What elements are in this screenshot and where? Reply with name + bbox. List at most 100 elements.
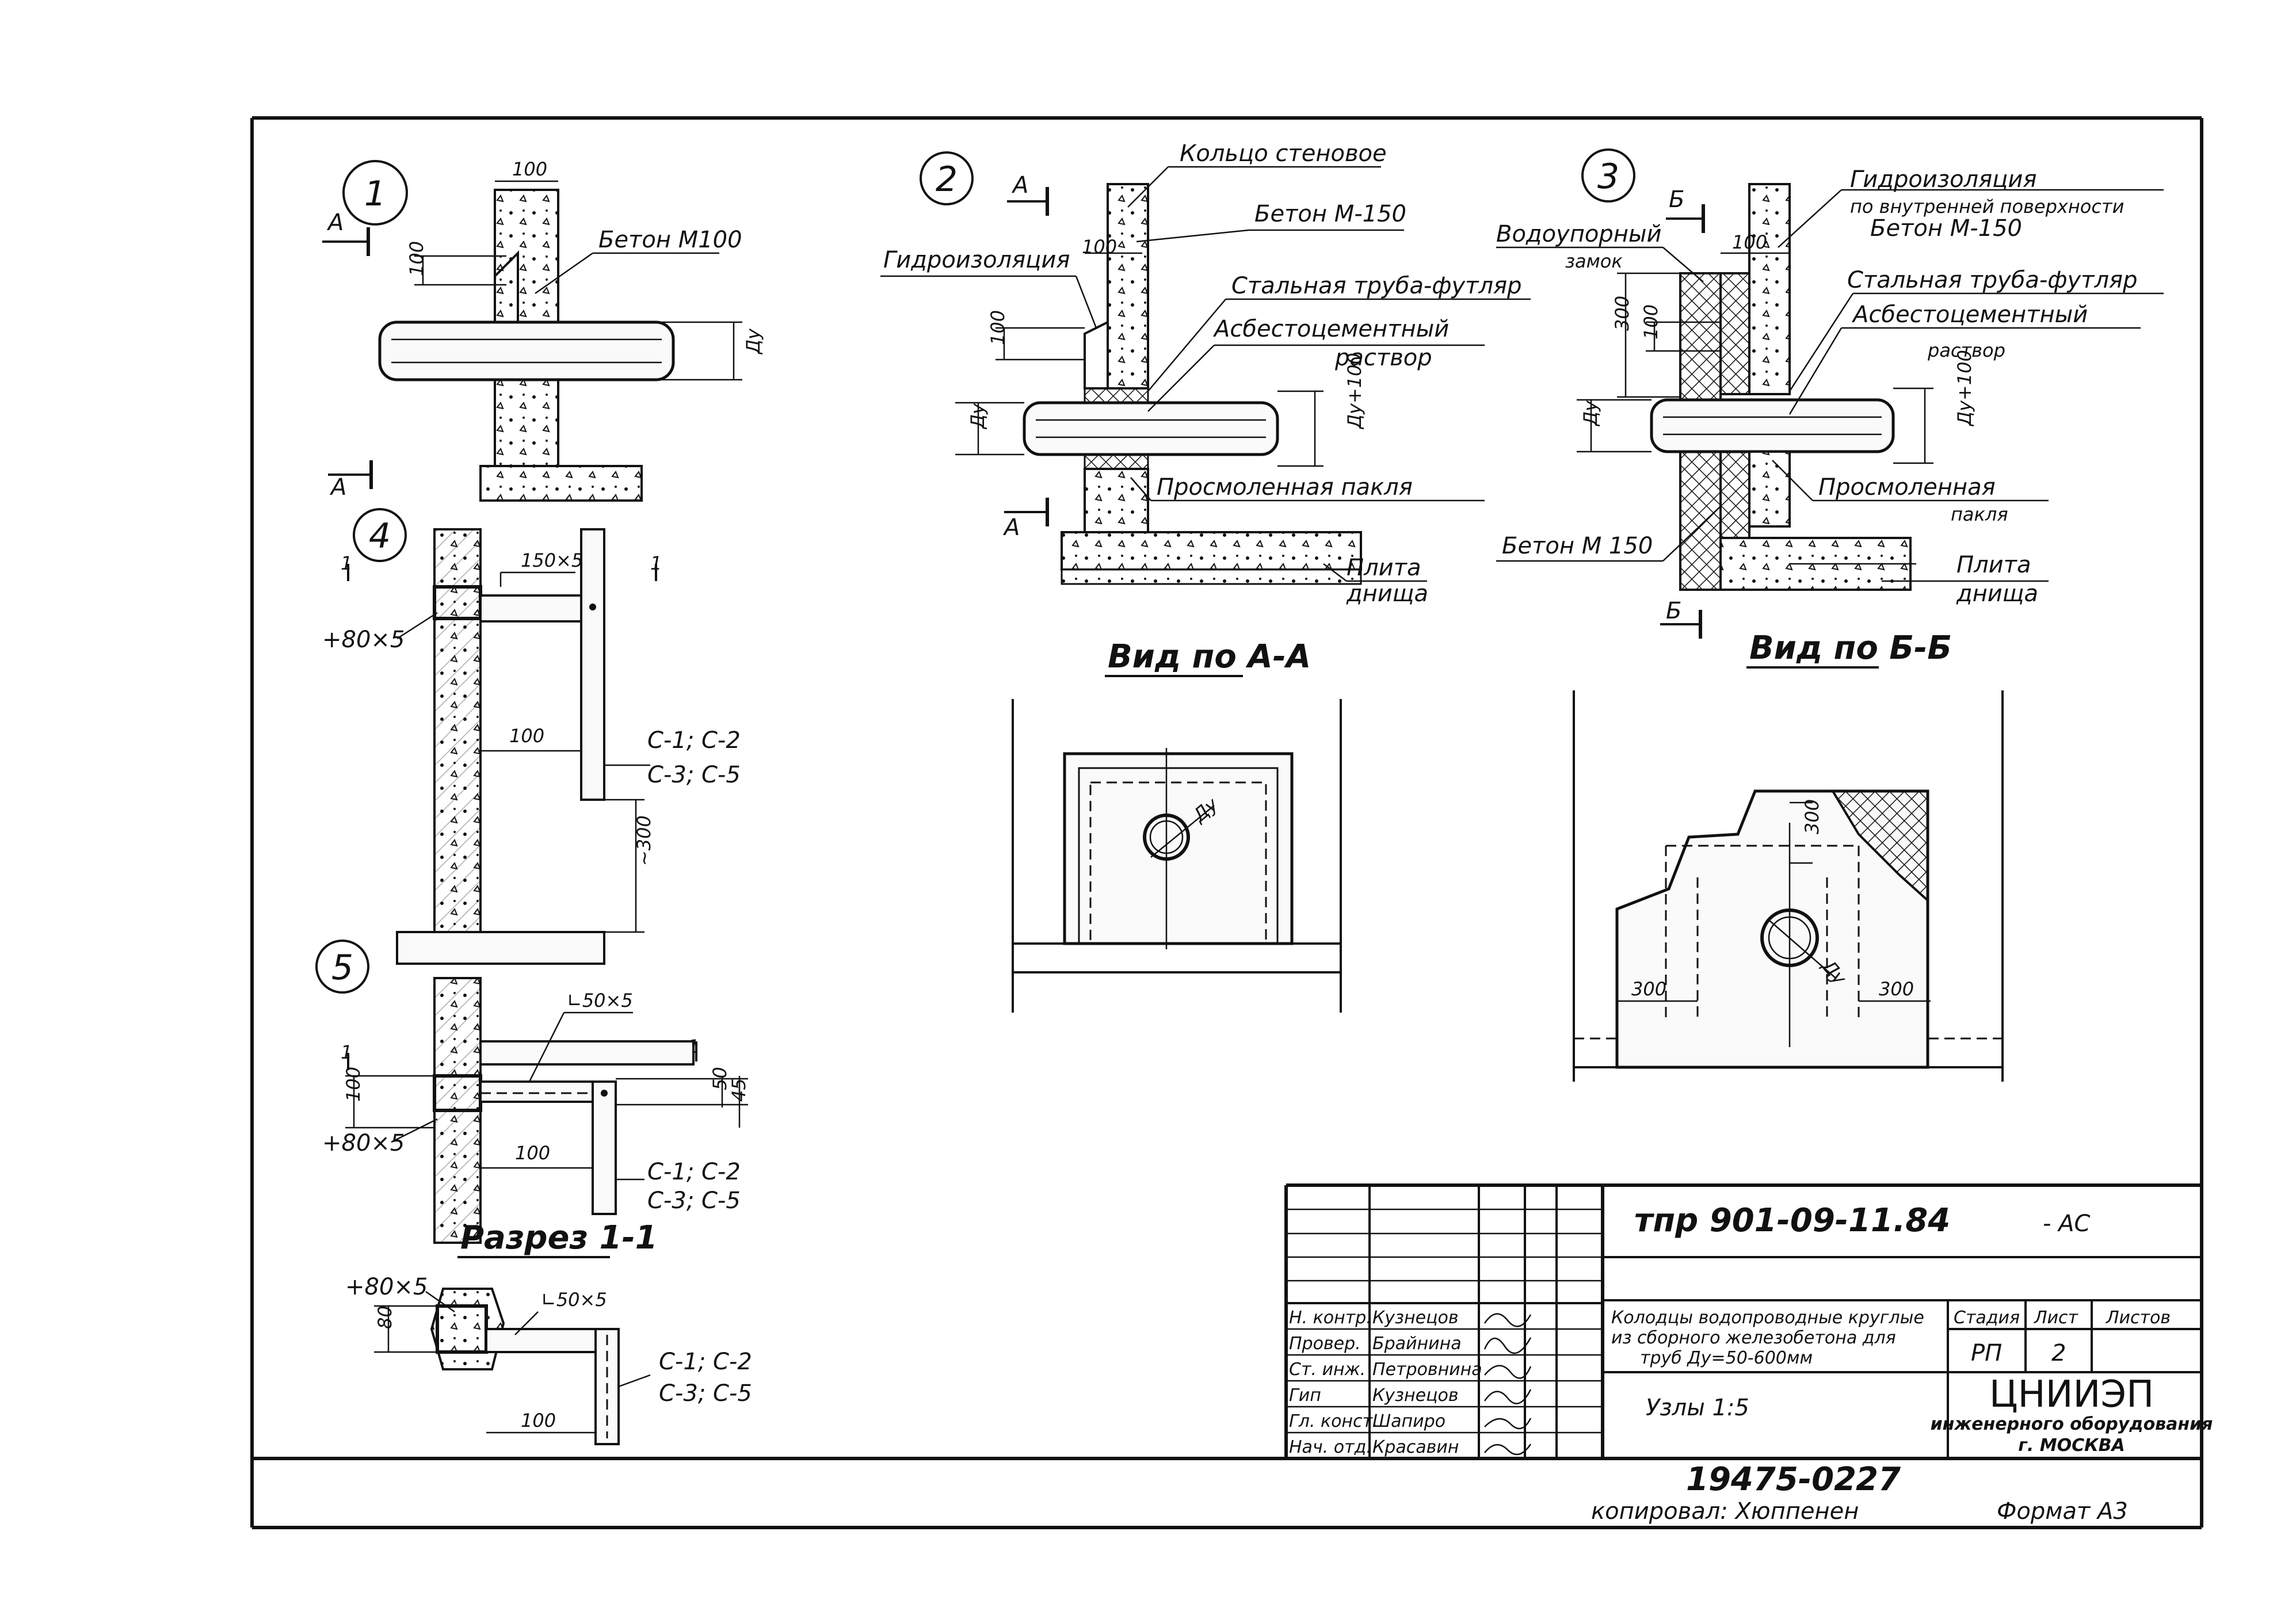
format-label: Формат А3 [1997, 1498, 2128, 1525]
node-2-dim-top: 100 [1082, 236, 1117, 258]
section-1-1-dim-80: 80 [374, 1305, 396, 1329]
archive-page: 27 [1856, 1461, 1901, 1498]
sheet-value: 2 [2051, 1340, 2066, 1366]
node-2-tow-label: Просмоленная пакля [1157, 474, 1413, 501]
name-3: Кузнецов [1372, 1385, 1459, 1406]
org-city: г. МОСКВА [2018, 1435, 2125, 1456]
view-b-b-dim-300-top: 300 [1801, 799, 1823, 834]
sheet-header: Лист [2034, 1308, 2079, 1328]
node-3-slab-label-2: днища [1956, 581, 2038, 607]
name-0: Кузнецов [1372, 1308, 1459, 1328]
sheet-title: Узлы 1:5 [1646, 1395, 1749, 1421]
node-2-number: 2 [936, 159, 958, 200]
node-4-brackets-2: С-3; С-5 [647, 762, 741, 788]
name-4: Шапиро [1372, 1411, 1446, 1431]
node-1-section-a-bottom: A [329, 474, 346, 501]
node-5-brackets-2: С-3; С-5 [647, 1187, 741, 1214]
node-5-angle-label: ∟50×5 [567, 990, 633, 1011]
view-a-a-title: Вид по А-А [1108, 638, 1311, 675]
node-1-dim-wall: 100 [512, 158, 547, 180]
node-3-detail: 3 Б Б Гидроизоляция по внутренней поверх… [1496, 148, 2164, 639]
name-1: Брайнина [1372, 1334, 1462, 1354]
role-5: Нач. отд. [1289, 1437, 1372, 1457]
section-1-1-detail: Разрез 1-1 +80×5 ∟50×5 80 100 С-1; С-2 С… [345, 1219, 752, 1445]
node-1-marker [342, 160, 408, 226]
node-2-steel-pipe-label: Стальная труба-футляр [1231, 273, 1522, 299]
node-5-number: 5 [331, 948, 353, 988]
node-3-section-b-top: Б [1669, 186, 1684, 213]
node-2-marker [920, 151, 974, 205]
node-4-number: 4 [369, 516, 391, 556]
stage-header: Стадия [1954, 1308, 2020, 1328]
node-3-concrete-bottom-label: Бетон М 150 [1502, 533, 1653, 559]
node-2-pipe-dim: Ду [967, 403, 989, 430]
node-3-dim-100: 100 [1640, 304, 1662, 339]
node-2-waterproof-label: Гидроизоляция [883, 247, 1070, 273]
node-2-asbestos-label-2: раствор [1334, 345, 1432, 371]
section-1-1-brackets-2: С-3; С-5 [659, 1380, 752, 1407]
node-1-section-a-top: A [326, 209, 344, 236]
view-b-b-title: Вид по Б-Б [1749, 629, 1952, 667]
node-4-plate-label: +80×5 [322, 627, 405, 653]
node-5-dim-100-v: 100 [342, 1067, 364, 1102]
role-3: Гип [1289, 1385, 1321, 1406]
stage-value: РП [1971, 1340, 2002, 1366]
node-1-detail: 1 A A 100 100 Бетон М100 Ду [322, 158, 764, 502]
org-name: ЦНИИЭП [1989, 1373, 2154, 1416]
node-3-waterproof-label-2: по внутренней поверхности [1850, 196, 2124, 217]
node-3-slab-label-1: Плита [1956, 552, 2031, 578]
view-b-b-dim-300-right: 300 [1879, 978, 1914, 1000]
node-2-dim-insert: 100 [987, 310, 1009, 345]
node-1-number: 1 [364, 174, 386, 214]
node-4-angle-label: 150×5 [521, 549, 583, 571]
node-2-section-a-bottom: A [1002, 514, 1020, 541]
node-2-slab-label-1: Плита [1347, 555, 1421, 581]
role-2: Ст. инж. [1289, 1360, 1366, 1380]
name-2: Петровнина [1372, 1360, 1482, 1380]
sheets-header: Листов [2106, 1308, 2171, 1328]
node-2-asbestos-label-1: Асбестоцементный [1212, 316, 1449, 342]
node-2-pipe-dim-outer: Ду+100 [1344, 353, 1366, 430]
node-1-dim-insert: 100 [406, 241, 428, 276]
node-5-dim-45: 45 [728, 1078, 750, 1102]
node-3-number: 3 [1597, 156, 1619, 197]
node-3-dim-top: 100 [1732, 231, 1767, 253]
sheet-frame [250, 116, 2203, 1529]
node-3-tow-label-1: Просмоленная [1818, 474, 1996, 501]
node-4-section-mark-right: 1 [650, 552, 662, 574]
description-line-2: из сборного железобетона для [1611, 1328, 1896, 1348]
view-a-a: Вид по А-А Ду [1012, 638, 1342, 1013]
node-4-brackets-1: С-1; С-2 [647, 727, 741, 754]
role-0: Н. контр. [1289, 1308, 1372, 1328]
node-5-dim-100-h: 100 [515, 1142, 550, 1164]
node-2-section-a-top: A [1011, 172, 1028, 198]
node-2-slab-label-2: днища [1346, 581, 1428, 607]
node-1-concrete-label: Бетон М100 [598, 227, 742, 253]
name-5: Красавин [1372, 1437, 1459, 1457]
role-1: Провер. [1289, 1334, 1361, 1354]
view-b-b: Вид по Б-Б Ду 300 300 300 [1573, 629, 2004, 1082]
section-1-1-plate-label: +80×5 [345, 1274, 428, 1300]
section-1-1-title: Разрез 1-1 [460, 1219, 658, 1257]
node-5-detail: 5 1 1 ∟50×5 100 50 45 +80×5 100 С-1; С-2… [315, 940, 750, 1244]
doc-code: тпр 901-09-11.84 [1634, 1202, 1950, 1239]
signatures [1483, 1313, 1532, 1456]
node-4-marker [353, 508, 407, 562]
section-1-1-brackets-1: С-1; С-2 [659, 1349, 752, 1375]
node-5-section-mark-left: 1 [341, 1041, 352, 1063]
node-3-lock-label-2: замок [1565, 250, 1623, 272]
node-4-dim-300: ~300 [633, 815, 655, 866]
description-line-3: труб Ду=50-600мм [1640, 1348, 1813, 1368]
node-2-concrete-label: Бетон М-150 [1254, 201, 1406, 227]
node-3-lock-label-1: Водоупорный [1496, 221, 1661, 247]
node-3-concrete-label: Бетон М-150 [1870, 215, 2022, 242]
copied-by: копировал: Хюппенен [1591, 1498, 1859, 1525]
node-5-brackets-1: С-1; С-2 [647, 1159, 741, 1185]
node-3-marker [1581, 148, 1635, 203]
node-5-plate-label: +80×5 [322, 1130, 405, 1156]
footer: 19475-02 27 копировал: Хюппенен Формат А… [1591, 1461, 2128, 1525]
node-3-steel-pipe-label: Стальная труба-футляр [1847, 267, 2138, 293]
section-1-1-angle-label: ∟50×5 [541, 1289, 607, 1311]
node-4-dim-100: 100 [509, 725, 544, 747]
